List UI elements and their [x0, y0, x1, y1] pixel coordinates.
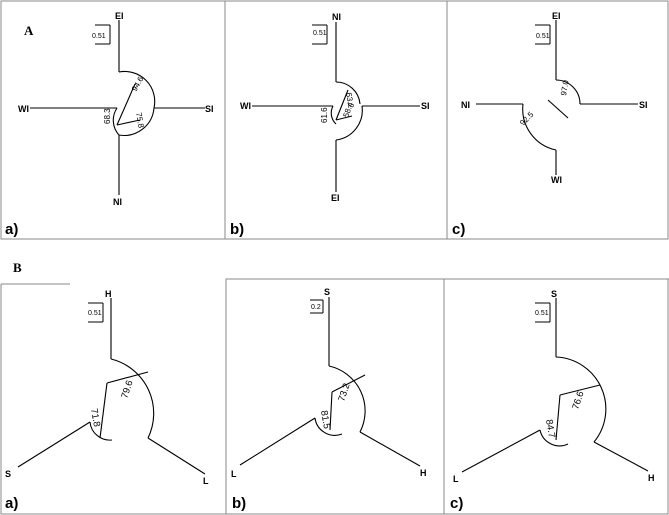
arc-node: [335, 105, 363, 141]
leaf-label: SI: [639, 100, 648, 110]
arc-node: [118, 70, 156, 109]
leaf-label: NI: [461, 100, 470, 110]
bootstrap-value: 71.8: [88, 408, 102, 428]
internal-branch: [116, 83, 136, 126]
arc-node: [314, 417, 343, 436]
scale-bar: [310, 299, 324, 314]
bootstrap-value: 92.5: [518, 110, 536, 128]
leaf-label: EI: [115, 11, 124, 21]
panel-b-c-tree: 0.51 S L H 76.6 84.7: [453, 289, 655, 484]
panel-b-b-tree: 0.2 S L H 73.2 81.5: [231, 287, 427, 479]
arc-node: [522, 103, 557, 151]
leaf-label: H: [105, 289, 112, 299]
scale-bar: [95, 24, 111, 45]
bootstrap-value: 97.0: [559, 79, 571, 96]
section-b-label: B: [13, 260, 22, 275]
leaf-label: L: [231, 469, 237, 479]
panel-a-a-tree: 0.51 EI WI SI NI 94.6 68.3 75.8: [18, 11, 214, 207]
edge-h: [593, 441, 649, 472]
bootstrap-value: 76.6: [570, 390, 586, 411]
leaf-label: SI: [205, 104, 214, 114]
edge-l: [461, 429, 541, 473]
section-a-label: A: [24, 23, 34, 38]
leaf-label: H: [648, 473, 655, 483]
leaf-label: S: [324, 287, 330, 297]
leaf-label: WI: [18, 104, 29, 114]
leaf-label: L: [203, 476, 209, 486]
leaf-label: H: [420, 468, 427, 478]
arc-node: [539, 429, 569, 447]
panel-label: a): [5, 495, 18, 512]
internal-branch: [335, 89, 349, 121]
arc-node: [328, 365, 366, 433]
scale-bar: [88, 302, 104, 323]
scale-label: 0.51: [535, 310, 549, 317]
internal-branch: [335, 115, 353, 121]
leaf-label: S: [5, 469, 11, 479]
arc-node: [110, 358, 155, 439]
panel-b-a-tree: 0.51 H S L 79.6 71.8: [5, 289, 209, 486]
edge-h: [359, 431, 421, 467]
leaf-label: L: [453, 474, 459, 484]
edge-l: [147, 437, 206, 475]
section-b-frames: [0, 278, 669, 515]
leaf-label: WI: [551, 175, 562, 185]
bootstrap-value: 73.2: [336, 382, 352, 403]
bootstrap-value: 79.6: [119, 379, 135, 400]
arc-node: [555, 79, 581, 105]
bootstrap-value: 68.3: [103, 108, 112, 124]
internal-branch: [99, 382, 108, 439]
bootstrap-value: 84.7: [543, 419, 557, 439]
internal-branch: [329, 391, 333, 431]
leaf-label: WI: [240, 101, 251, 111]
leaf-label: EI: [552, 11, 561, 21]
panel-label: a): [5, 221, 18, 238]
leaf-label: S: [551, 289, 557, 299]
bootstrap-value: 61.6: [320, 107, 329, 123]
panel-label: b): [230, 221, 244, 238]
panel-b-b-frame: [226, 279, 445, 515]
arc-node: [89, 421, 113, 441]
bootstrap-value: 81.5: [318, 410, 332, 430]
arc-node: [335, 81, 361, 105]
panel-label: b): [232, 495, 246, 512]
panel-b-c-frame: [444, 279, 669, 515]
bootstrap-value: 63.2: [344, 92, 356, 109]
scale-bar: [312, 24, 328, 45]
panel-label: c): [452, 221, 465, 238]
leaf-label: SI: [421, 101, 430, 111]
leaf-label: NI: [332, 12, 341, 22]
scale-label: 0.51: [92, 33, 106, 40]
internal-branch: [331, 374, 366, 393]
internal-branch: [547, 99, 569, 119]
leaf-label: NI: [113, 197, 122, 207]
edge-l: [239, 417, 316, 466]
internal-branch: [559, 384, 601, 396]
bootstrap-value: 75.8: [134, 112, 146, 129]
scale-label: 0.51: [88, 310, 102, 317]
scale-label: 0.51: [313, 30, 327, 37]
scale-label: 0.51: [536, 33, 550, 40]
panel-a-c-frame: [446, 0, 669, 240]
panel-a-b-tree: 0.51 NI WI SI EI 63.2 61.6 58.4: [240, 12, 430, 203]
scale-label: 0.2: [311, 304, 321, 311]
arc-node: [555, 356, 607, 443]
internal-branch: [555, 394, 561, 441]
edge-s: [17, 421, 91, 468]
arc-node: [118, 107, 155, 136]
section-a-frames: [0, 0, 669, 240]
arc-node: [112, 107, 120, 136]
internal-branch: [106, 371, 149, 384]
panel-label: c): [450, 495, 463, 512]
arc-node: [330, 105, 337, 125]
scale-bar: [535, 302, 551, 323]
internal-branch: [116, 119, 141, 126]
scale-bar: [535, 24, 551, 45]
leaf-label: EI: [331, 193, 340, 203]
panel-a-c-tree: 0.51 EI NI SI WI 97.0 92.5: [461, 11, 648, 185]
